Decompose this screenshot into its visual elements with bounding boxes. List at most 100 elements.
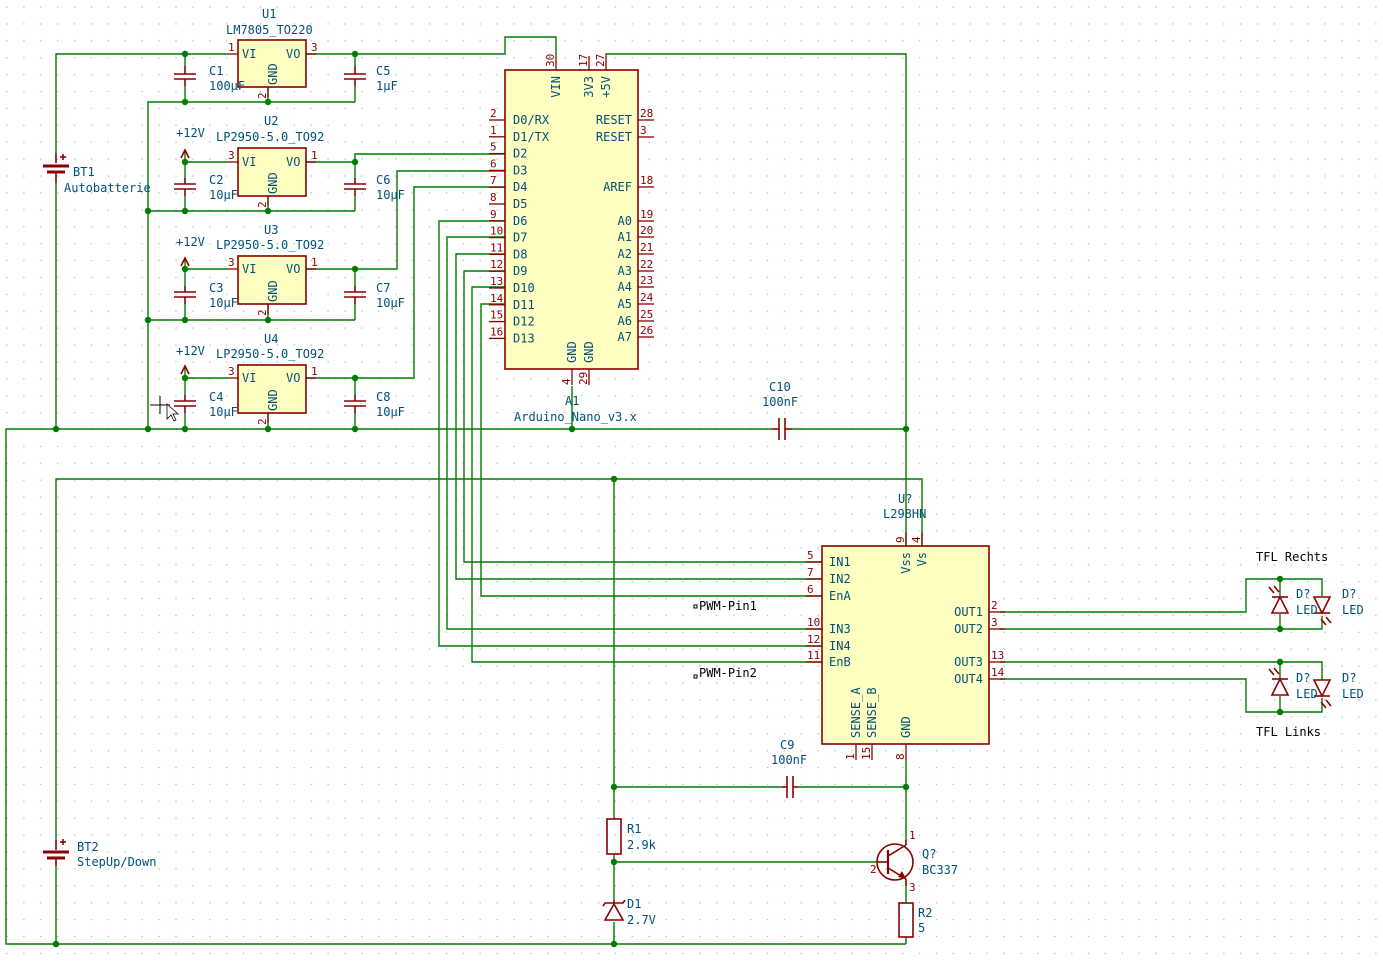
pin-number: 6	[490, 157, 497, 170]
regulator-u3-ref: U3	[264, 223, 278, 237]
pin-label: D9	[513, 264, 527, 278]
battery-bt2[interactable]: BT2 StepUp/Down	[43, 839, 156, 869]
pin-label: D12	[513, 315, 535, 329]
transistor-q1[interactable]: 1 2 3 Q? BC337	[870, 829, 958, 894]
capacitor-c6[interactable]: C6 10µF	[344, 173, 405, 202]
pin-label: OUT4	[954, 672, 983, 686]
junction	[144, 316, 152, 324]
led[interactable]	[1268, 667, 1290, 696]
pin-number: 7	[807, 566, 814, 579]
regulator-u3[interactable]: U3 LP2950-5.0_TO92 VI VO GND 3 1 2	[216, 223, 324, 316]
regulator-u1[interactable]: U1 LM7805_TO220 VI VO GND 1 3 2	[226, 7, 318, 99]
pin-number: 3	[228, 149, 235, 162]
pin-label: GND	[565, 341, 579, 363]
capacitor-c3[interactable]: C3 10µF	[174, 281, 238, 310]
power-label: +12V	[176, 235, 205, 249]
pin-in2[interactable]: 7 IN2	[806, 566, 851, 586]
capacitor-c8[interactable]: C8 10µF	[344, 390, 405, 419]
power-symbol-12v-u2[interactable]: +12V	[176, 126, 205, 159]
capacitor-ref: C7	[376, 281, 390, 295]
zener-d1[interactable]: D1 2.7V	[602, 897, 656, 927]
capacitor-c1[interactable]: C1 100µF	[174, 64, 245, 93]
capacitor-c2[interactable]: C2 10µF	[174, 173, 238, 202]
led[interactable]	[1312, 679, 1332, 709]
led-value: LED	[1296, 603, 1318, 617]
capacitor-c10[interactable]: C10 100nF	[762, 380, 798, 440]
capacitor-c9[interactable]: C9 100nF	[771, 738, 807, 798]
pin-label: VO	[286, 371, 300, 385]
junction	[181, 98, 189, 106]
capacitor-value: 10µF	[376, 405, 405, 419]
pin--5v[interactable]: 27+5V	[594, 54, 613, 98]
led[interactable]	[1312, 596, 1332, 626]
battery-bt1[interactable]: BT1 Autobatterie	[43, 153, 151, 195]
pin-label: IN2	[829, 572, 851, 586]
regulator-u4-body	[237, 364, 307, 414]
regulator-u4[interactable]: U4 LP2950-5.0_TO92 VI VO GND 3 1 2	[216, 332, 324, 425]
pin-label: VI	[242, 262, 256, 276]
net-label-pwm2[interactable]: PWM-Pin2	[693, 666, 757, 680]
power-symbol-12v-u3[interactable]: +12V	[176, 235, 205, 267]
capacitor-c7[interactable]: C7 10µF	[344, 281, 405, 310]
power-symbol-12v-u4[interactable]: +12V	[176, 344, 205, 375]
pin-number: 10	[490, 225, 503, 238]
wire-u4-vo-d4	[306, 186, 505, 379]
junction	[181, 425, 189, 433]
pin-vs[interactable]: 4Vs	[910, 532, 929, 566]
led[interactable]	[1268, 585, 1290, 614]
junction	[610, 858, 618, 866]
net-label-pwm1[interactable]: PWM-Pin1	[693, 599, 757, 613]
junction	[568, 425, 576, 433]
junction	[181, 374, 189, 382]
capacitor-c5[interactable]: C5 1µF	[344, 64, 398, 93]
resistor-r1[interactable]: R1 2.9k	[606, 818, 657, 855]
capacitor-c4[interactable]: C4 10µF	[174, 390, 238, 419]
regulator-u2[interactable]: U2 LP2950-5.0_TO92 VI VO GND 3 1 2	[216, 114, 324, 208]
resistor-r2[interactable]: R2 5	[898, 902, 932, 938]
